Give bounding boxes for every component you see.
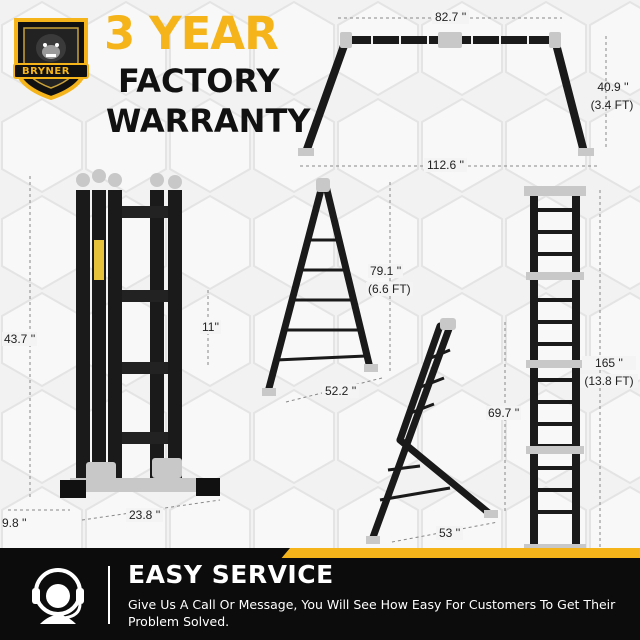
dim-ext-height-ft: (13.8 FT) — [580, 374, 638, 388]
dim-fold-rung: 11'' — [200, 320, 222, 334]
footer-body: Give Us A Call Or Message, You Will See … — [128, 597, 616, 629]
dim-step-base: 53 '' — [436, 526, 464, 540]
footer-title: EASY SERVICE — [128, 560, 334, 589]
warranty-line2: FACTORY — [118, 62, 280, 100]
dim-top-base: 112.6 '' — [424, 158, 468, 172]
dim-a-height-ft: (6.6 FT) — [366, 282, 413, 296]
dim-ext-height: 165 '' — [582, 356, 636, 370]
dim-step-height: 69.7 '' — [486, 406, 522, 420]
warranty-years: 3 YEAR — [104, 7, 279, 60]
dim-fold-depth: 9.8 '' — [2, 516, 27, 530]
dim-fold-height: 43.7 '' — [2, 332, 38, 346]
brand-logo — [13, 18, 89, 100]
ladder-illustrations — [8, 17, 607, 550]
accent-stripe — [281, 548, 640, 558]
warranty-line3: WARRANTY — [106, 102, 311, 140]
dim-top-height: 40.9 '' — [597, 80, 629, 94]
dim-top-width: 82.7 '' — [432, 10, 470, 24]
headset-support-icon — [32, 568, 84, 624]
dim-a-height: 79.1 '' — [368, 264, 404, 278]
brand-name: BRYNER — [22, 66, 70, 77]
service-banner: EASY SERVICE Give Us A Call Or Message, … — [0, 548, 640, 640]
dim-a-base: 52.2 '' — [322, 384, 360, 398]
footer-divider — [108, 566, 110, 624]
dim-fold-width: 23.8 '' — [126, 508, 164, 522]
dim-top-height-ft: (3.4 FT) — [590, 98, 634, 112]
gorilla-crest-icon — [36, 34, 66, 62]
